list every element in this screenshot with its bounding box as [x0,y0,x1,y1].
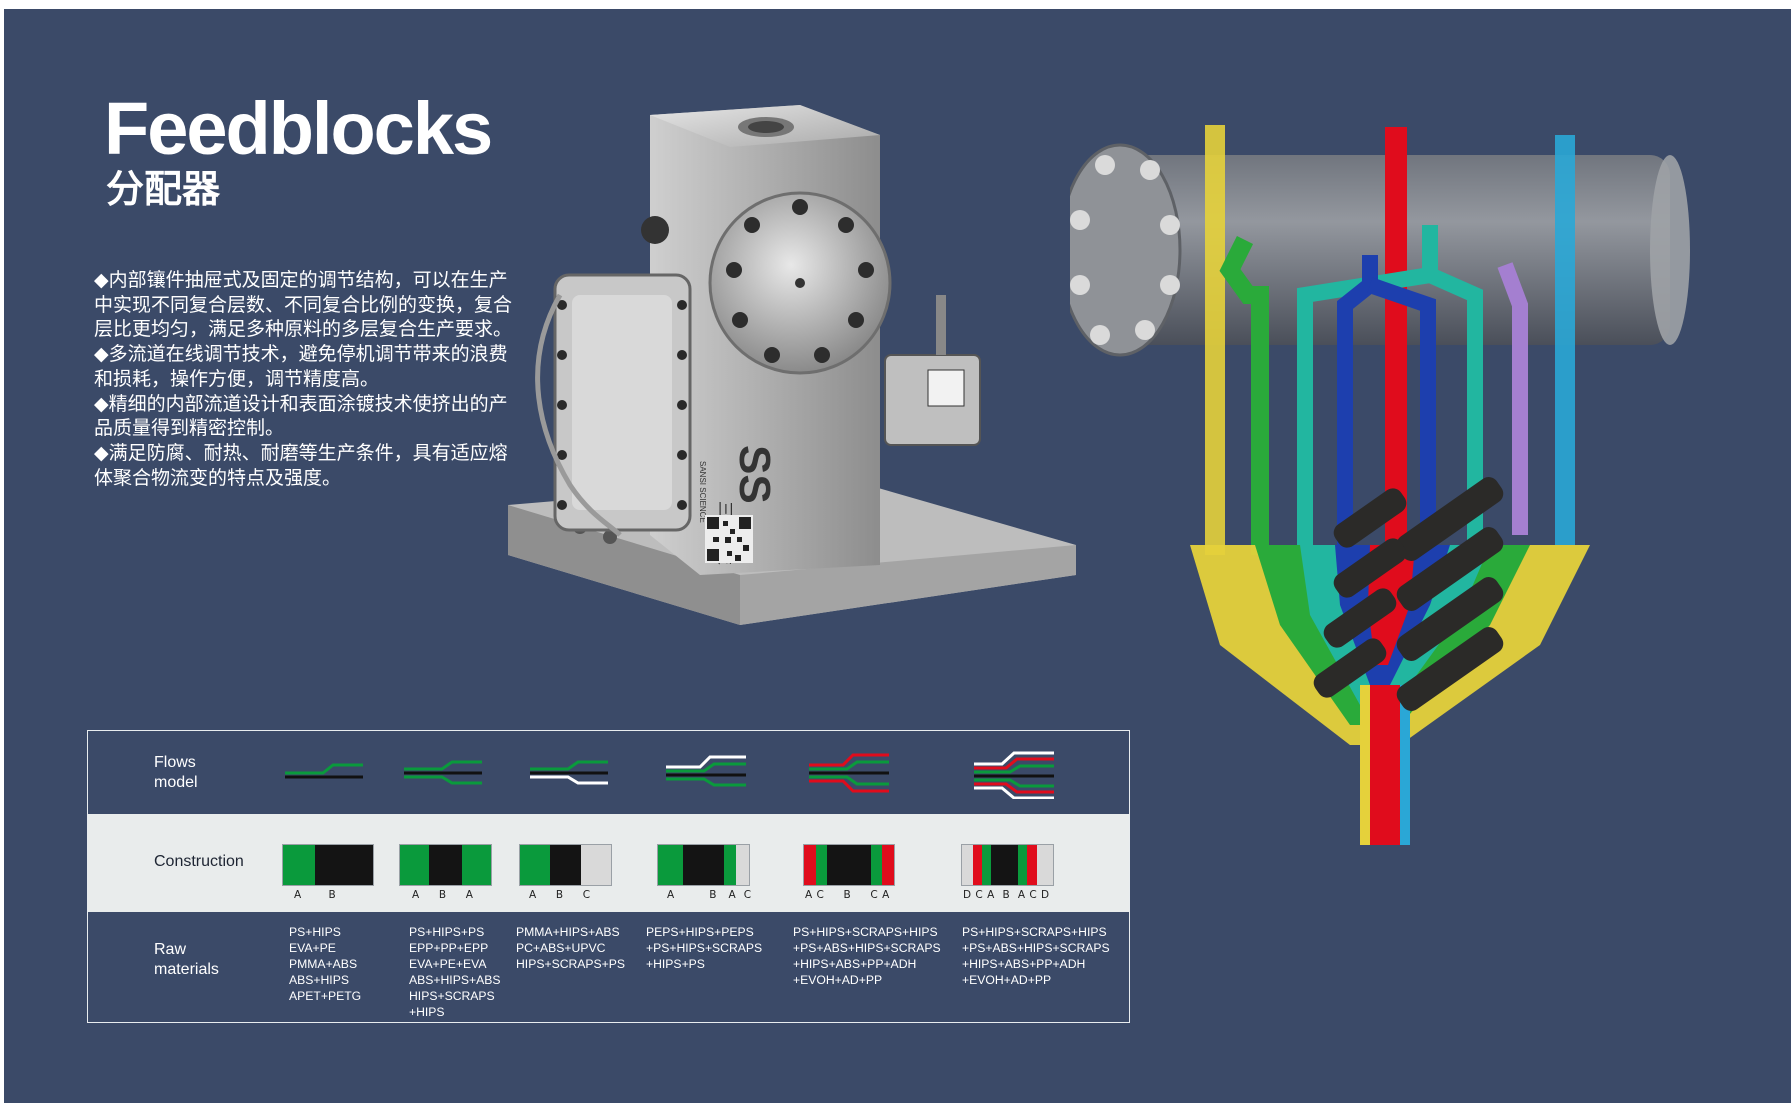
construction-swatch-6 [961,844,1054,886]
construction-row: Construction A B A B A A B C A B A C A C… [88,814,1129,912]
construction-letters-5: A C B C A [805,889,890,901]
spec-table: Flows model [87,730,1130,1023]
construction-letters-2: A B A [412,889,474,901]
feedblock-product-image: SS 三思科技 SANSI SCIENCE [508,105,1076,625]
raw-materials-col-6: PS+HIPS+SCRAPS+HIPS +PS+ABS+HIPS+SCRAPS … [962,925,1110,987]
feature-item: ◆精细的内部流道设计和表面涂镀技术使挤出的产品质量得到精密控制。 [94,392,508,440]
flow-channel-diagram [1070,125,1690,845]
feature-item: ◆内部镶件抽屉式及固定的调节结构，可以在生产中实现不同复合层数、不同复合比例的变… [94,269,513,341]
flow-model-icon-2 [404,760,482,785]
construction-letters-6: D C A B A C D [963,889,1050,901]
feature-item: ◆满足防腐、耐热、耐磨等生产条件，具有适应熔体聚合物流变的特点及强度。 [94,441,508,489]
raw-materials-col-2: PS+HIPS+PS EPP+PP+EPP EVA+PE+EVA ABS+HIP… [409,925,501,1019]
construction-swatch-1 [282,844,374,886]
product-brand-mark: SS [730,445,779,504]
feature-list: ◆内部镶件抽屉式及固定的调节结构，可以在生产中实现不同复合层数、不同复合比例的变… [94,268,524,490]
construction-letters-3: A B C [529,889,591,901]
raw-materials-row: Raw materials PS+HIPS EVA+PE PMMA+ABS AB… [88,912,1129,1022]
raw-materials-col-3: PMMA+HIPS+ABS PC+ABS+UPVC HIPS+SCRAPS+PS [516,925,626,971]
flow-model-icon-6 [974,751,1054,799]
raw-materials-col-5: PS+HIPS+SCRAPS+HIPS +PS+ABS+HIPS+SCRAPS … [793,925,941,987]
construction-label: Construction [154,853,244,870]
construction-letters-4: A B A C [667,889,752,901]
construction-swatch-5 [803,844,895,886]
flow-model-icon-3 [530,760,608,785]
page-subtitle: 分配器 [106,167,221,211]
flow-model-icon-1 [285,763,363,779]
construction-swatch-4 [657,844,750,886]
feature-item: ◆多流道在线调节技术，避免停机调节带来的浪费和损耗，操作方便，调节精度高。 [94,343,508,390]
raw-materials-label: Raw materials [154,941,219,978]
construction-swatch-3 [519,844,612,886]
raw-materials-col-4: PEPS+HIPS+PEPS +PS+HIPS+SCRAPS +HIPS+PS [646,925,763,971]
flow-model-icon-4 [666,755,746,787]
flows-model-row: Flows model [88,731,1129,814]
construction-swatch-2 [399,844,492,886]
flow-model-icon-5 [809,753,889,793]
flows-model-label: Flows model [154,754,198,791]
page-title: Feedblocks [104,87,493,170]
product-brand-en: SANSI SCIENCE [698,461,707,523]
construction-letters-1: A B [294,889,337,901]
raw-materials-col-1: PS+HIPS EVA+PE PMMA+ABS ABS+HIPS APET+PE… [289,925,362,1003]
